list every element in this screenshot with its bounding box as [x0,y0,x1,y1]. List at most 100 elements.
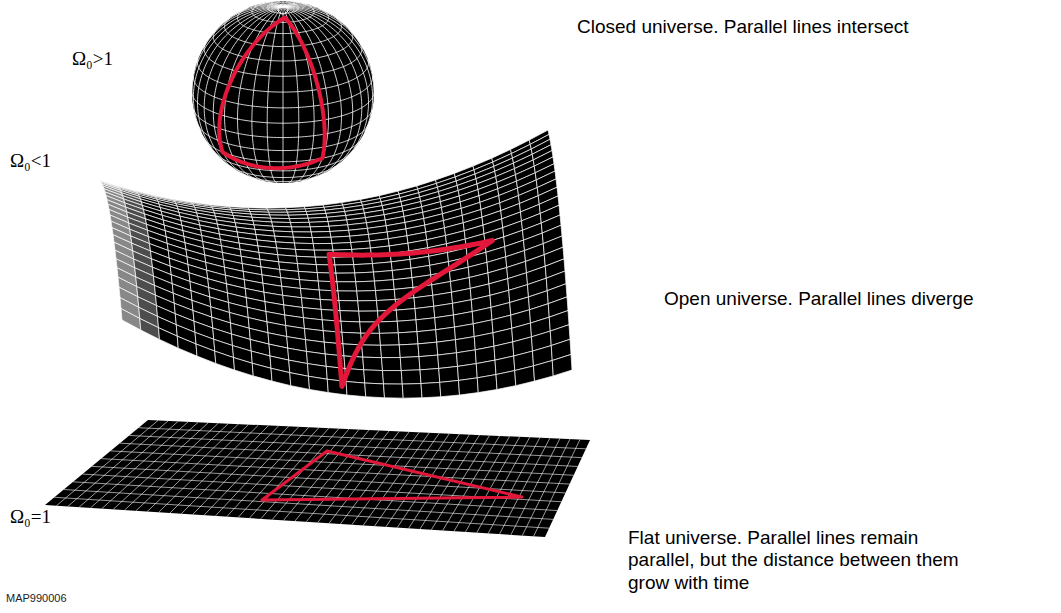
saddle-grid-cell [271,368,291,385]
saddle-grid-cell [418,342,438,356]
saddle-grid-cell [290,373,310,390]
saddle-triangle [329,241,492,387]
saddle-grid-cell [336,273,356,282]
sphere-grid-line [283,7,373,132]
saddle-grid-cell [357,291,377,301]
saddle-grid-cell [234,358,254,376]
saddle-grid-cell [421,382,441,397]
saddle-grid-cell [159,328,179,348]
saddle-grid-cell [268,210,288,212]
plane-grid-line [129,435,582,457]
saddle-grid-cell [356,281,376,291]
saddle-grid-cell [358,301,378,312]
saddle-grid-cell [383,371,403,385]
saddle-grid-cell [196,344,216,363]
omega-label: Ω₀>1 [72,48,113,70]
caption-text: Closed universe. Parallel lines intersec… [577,16,909,38]
saddle-grid-cell [496,371,516,390]
caption-text: Open universe. Parallel lines diverge [664,288,973,310]
saddle-grid-cell [401,370,421,384]
closed-sphere [192,1,374,183]
saddle-grid-cell [296,249,316,257]
sphere-grid-line [283,6,345,25]
plane-grid-line [54,497,549,528]
caption-text: Flat universe. Parallel lines remain par… [628,527,978,594]
plane-grid-line [511,439,560,535]
saddle-grid-cell [346,381,366,396]
saddle-grid-cell [515,366,535,386]
plane-grid-line [375,433,440,526]
saddle-grid-cell [363,357,383,370]
saddle-grid-cell [417,330,437,344]
plane-grid-line [443,436,500,531]
saddle-grid-cell [338,291,358,301]
saddle-grid-cell [381,345,401,358]
omega-label: Ω₀<1 [10,150,51,172]
sphere-body [192,1,374,183]
saddle-grid-cell [177,336,197,356]
saddle-grid-cell [400,357,420,371]
saddle-grid-cell [313,243,333,250]
saddle-grid-cell [294,237,314,243]
saddle-grid-cell [477,375,497,393]
saddle-grid-cell [140,318,160,339]
saddle-grid-cell [341,321,361,333]
saddle-grid-cell [396,309,416,322]
sphere-grid-line [283,7,314,183]
flat-plane [45,420,590,537]
saddle-grid-cell [252,363,272,381]
saddle-grid-cell [295,243,315,250]
plane-body [45,420,590,537]
plane-grid-line [125,423,219,510]
plane-grid-line [534,440,580,537]
saddle-grid-cell [215,351,235,370]
saddle-grid-cell [384,384,404,398]
sphere-grid-line [267,7,283,183]
plane-grid-line [68,421,168,507]
saddle-grid-cell [364,370,384,384]
saddle-grid-cell [334,257,354,265]
saddle-grid-cell [331,236,351,243]
saddle-grid-cell [311,231,331,237]
saddle-grid-cell [398,332,418,345]
plane-grid-line [139,428,586,449]
saddle-grid-cell [402,384,422,399]
saddle-grid-cell [374,271,394,282]
saddle-grid-cell [459,378,479,395]
plane-triangle [262,451,522,500]
figure-id: MAP990006 [6,592,67,605]
saddle-grid-cell [293,232,313,238]
saddle-grid-cell [121,309,141,330]
saddle-grid-cell [337,282,357,291]
saddle-grid-cell [292,227,312,232]
sphere-grid-line [238,7,284,182]
plane-grid-line [79,421,178,507]
saddle-grid-cell [382,358,402,371]
saddle-grid-cell [380,333,400,345]
saddle-grid-cell [416,318,436,332]
saddle-grid-cell [362,345,382,358]
saddle-grid-cell [354,264,374,273]
plane-grid-line [488,438,540,534]
saddle-grid-cell [376,289,396,300]
saddle-grid-cell [340,311,360,322]
saddle-grid-cell [534,360,554,381]
saddle-grid-cell [438,353,458,369]
sphere-grid-line [283,7,374,92]
saddle-grid-cell [397,320,417,333]
sphere-triangle [219,17,325,168]
saddle-grid-cell [437,340,457,355]
plane-grid-line [92,466,566,493]
saddle-grid-cell [439,366,459,382]
saddle-grid-cell [359,311,379,322]
plane-grid-line [261,429,339,519]
saddle-grid-cell [355,272,375,282]
saddle-grid-cell [310,226,330,232]
saddle-grid-cell [291,222,311,227]
omega-label: Ω₀=1 [10,506,51,528]
saddle-grid-cell [419,355,439,370]
open-saddle [98,130,572,398]
plane-grid-line [113,423,208,510]
saddle-grid-cell [399,344,419,358]
